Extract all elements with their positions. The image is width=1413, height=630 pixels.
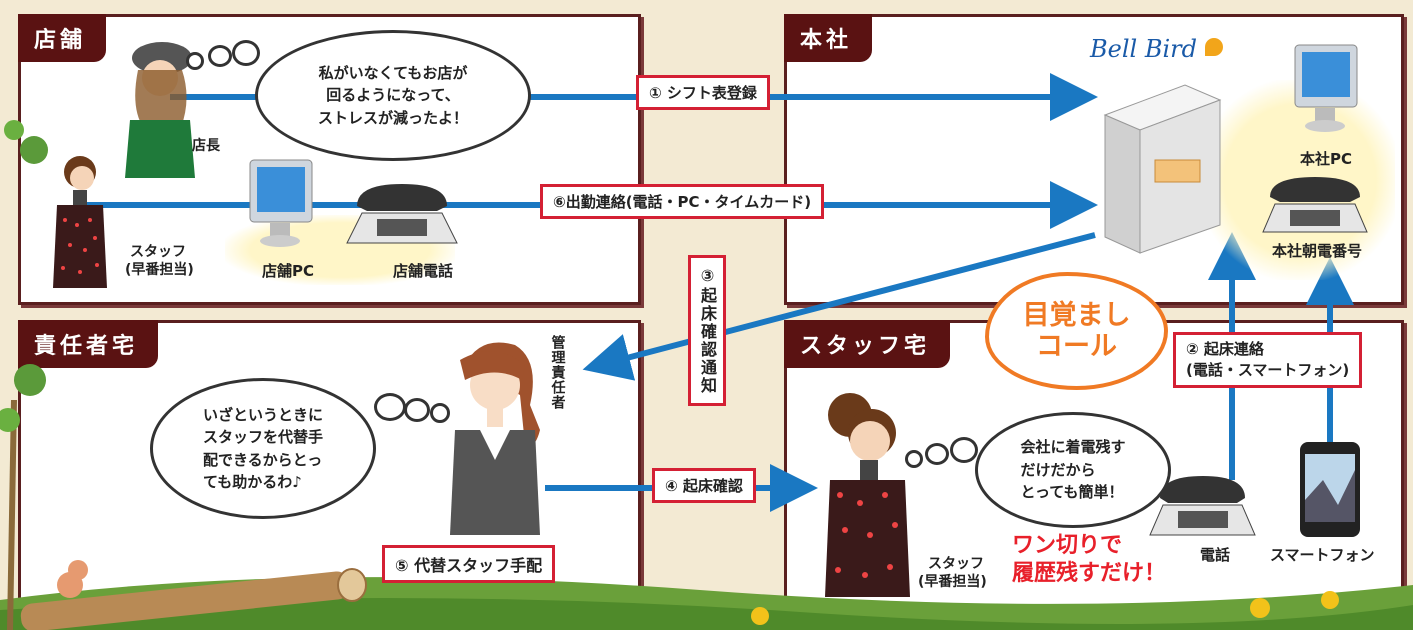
one-ring-line: ワン切りで [1012, 533, 1123, 558]
bubble-line: スタッフを代替手 [202, 428, 323, 446]
hq-pc-caption: 本社PC [1300, 150, 1353, 168]
smartphone-icon [1298, 440, 1363, 540]
wake-call-cloud: 目覚まし コール [985, 272, 1168, 390]
hq-phone-icon [1255, 172, 1370, 237]
server-icon [1095, 75, 1225, 255]
home-staff-caption-line1: スタッフ [928, 556, 984, 572]
thought-dot-4 [430, 403, 450, 423]
bubble-line: ストレスが減ったよ！ [317, 108, 468, 127]
step1-label: ① シフト表登録 [636, 75, 770, 110]
step2-label: ② 起床連絡 (電話・スマートフォン) [1173, 332, 1363, 388]
one-ring-note: ワン切りで 履歴残すだけ！ [1012, 532, 1166, 587]
thought-dot-2 [208, 45, 232, 67]
store-pc-caption: 店舗PC [262, 262, 315, 280]
bubble-line: とっても簡単！ [1020, 483, 1124, 502]
thought-dot-3 [232, 40, 260, 66]
store-staff-figure [45, 150, 115, 290]
store-pc-icon [245, 155, 325, 250]
bubble-line: 配できるからとっ [202, 450, 323, 469]
manager-figure [440, 335, 560, 600]
bubble-line: いざというときに [202, 405, 323, 424]
store-staff-caption-line2: (早番担当) [125, 262, 194, 278]
bubble-line: 回るようになって、 [326, 86, 460, 105]
wake-call-line: コール [1036, 331, 1117, 362]
manager-home-panel-title: 責任者宅 [18, 320, 159, 368]
staff-bubble: 会社に着電残す だけだから とっても簡単！ [975, 412, 1171, 528]
store-manager-figure [110, 30, 210, 180]
wake-call-line: 目覚まし [1022, 299, 1131, 331]
manager-caption: 管理責任者 [549, 335, 566, 410]
step3-label: ③起床確認通知 [688, 255, 726, 406]
hq-panel-title: 本社 [784, 14, 873, 62]
thought-dot-9 [950, 437, 978, 463]
thought-dot-6 [374, 393, 406, 421]
step6-label: ⑥出勤連絡(電話・PC・タイムカード) [540, 184, 825, 219]
hq-phone-caption: 本社朝電番号 [1272, 242, 1363, 260]
thought-dot-1 [186, 52, 204, 70]
thought-dot-8 [925, 443, 949, 465]
bubble-line: だけだから [1020, 460, 1096, 479]
home-phone-caption: 電話 [1200, 546, 1231, 564]
store-phone-caption: 店舗電話 [393, 262, 454, 280]
store-manager-caption: 店長 [192, 138, 220, 154]
manager-bubble: いざというときに スタッフを代替手 配できるからとっ ても助かるわ♪ [150, 378, 376, 519]
store-phone-icon [342, 178, 462, 248]
store-staff-caption-line1: スタッフ [130, 244, 186, 260]
bird-logo-icon [1205, 38, 1223, 56]
one-ring-line: 履歴残すだけ！ [1012, 560, 1167, 586]
step2-label-line1: ② 起床連絡 [1186, 340, 1264, 358]
home-phone-icon [1145, 470, 1260, 540]
thought-dot-7 [905, 450, 923, 468]
bubble-line: 私がいなくてもお店が [318, 63, 468, 82]
bubble-line: 会社に着電残す [1020, 438, 1126, 457]
step5-label: ⑤ 代替スタッフ手配 [382, 545, 556, 583]
store-panel-title: 店舗 [18, 14, 107, 62]
smartphone-caption: スマートフォン [1270, 546, 1375, 564]
home-staff-figure [810, 385, 920, 600]
home-staff-caption-line2: (早番担当) [918, 574, 987, 590]
bubble-line: ても助かるわ♪ [202, 473, 302, 491]
store-manager-bubble: 私がいなくてもお店が 回るようになって、 ストレスが減ったよ！ [255, 30, 531, 161]
step2-label-line2: (電話・スマートフォン) [1186, 361, 1350, 379]
step4-label: ④ 起床確認 [652, 468, 756, 503]
thought-dot-5 [404, 398, 430, 422]
hq-pc-icon [1290, 40, 1365, 135]
staff-home-panel-title: スタッフ宅 [784, 320, 951, 368]
bellbird-logo: Bell Bird [1090, 35, 1197, 63]
